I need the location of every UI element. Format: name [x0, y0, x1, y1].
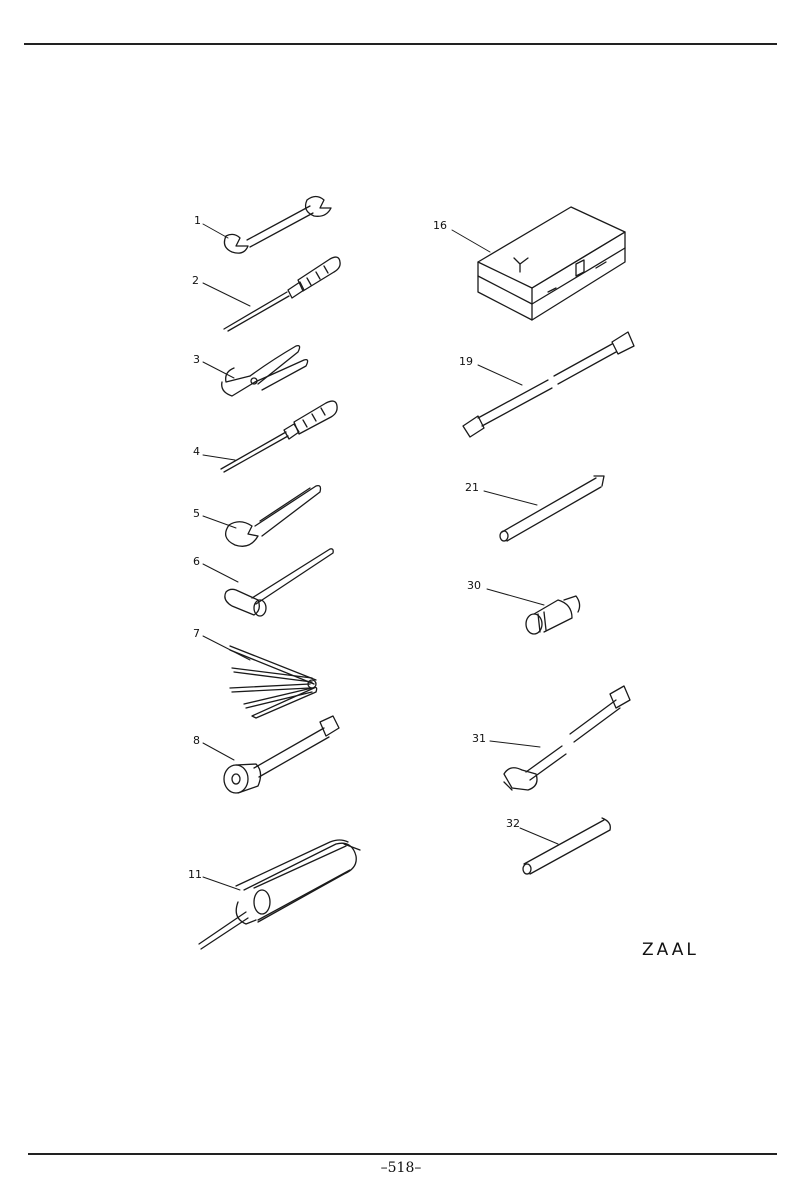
pliers-icon — [221, 344, 309, 397]
grease-gun-icon — [198, 839, 361, 950]
adapter-icon — [525, 595, 581, 635]
leader-lines — [202, 223, 559, 891]
extension-bar-icon — [462, 331, 635, 438]
feeler-gauge-icon — [229, 645, 318, 719]
callout-21: 21 — [465, 481, 479, 494]
screwdriver-icon — [223, 256, 341, 332]
hook-wrench-icon — [224, 484, 322, 547]
callout-31: 31 — [472, 732, 486, 745]
hammer-icon — [224, 548, 334, 617]
box-spanner-icon — [223, 715, 340, 794]
open-end-wrench-icon — [223, 195, 332, 254]
socket-wrench-icon — [503, 685, 631, 791]
callout-1: 1 — [194, 214, 201, 227]
short-rod-icon — [522, 817, 611, 875]
callout-11: 11 — [188, 868, 202, 881]
callout-16: 16 — [433, 219, 447, 232]
page-number: –518– — [380, 1160, 422, 1176]
long-screwdriver-icon — [220, 400, 338, 473]
callout-5: 5 — [193, 507, 200, 520]
callout-19: 19 — [459, 355, 473, 368]
callout-4: 4 — [193, 445, 200, 458]
callout-2: 2 — [192, 274, 199, 287]
callout-32: 32 — [506, 817, 520, 830]
callout-3: 3 — [193, 353, 200, 366]
figure-code: ZAAL — [642, 940, 699, 960]
tool-box-icon — [477, 206, 626, 321]
callout-7: 7 — [193, 627, 200, 640]
callout-30: 30 — [467, 579, 481, 592]
callout-6: 6 — [193, 555, 200, 568]
callout-8: 8 — [193, 734, 200, 747]
header-rule — [24, 43, 777, 45]
footer-rule — [28, 1153, 777, 1155]
tube-rod-icon — [499, 475, 605, 542]
